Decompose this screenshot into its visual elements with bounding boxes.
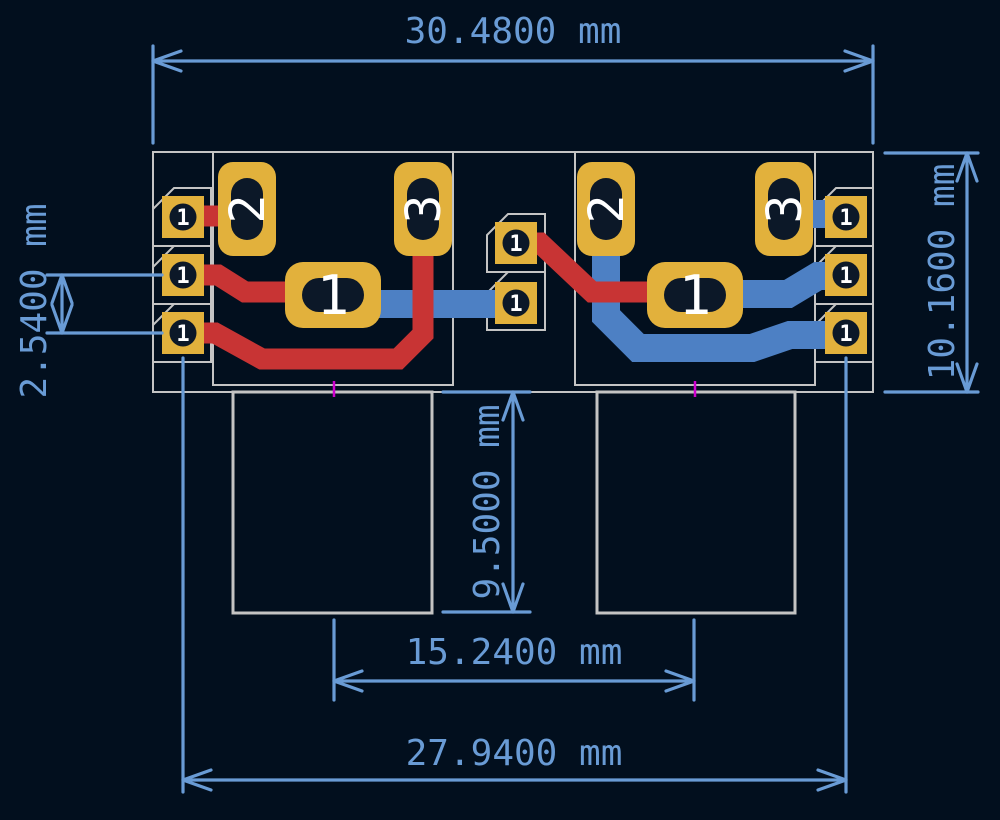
left-pad-3-number: 3 (396, 195, 452, 224)
dim-housing-depth-extension-lines (441, 390, 532, 614)
right-header-pin-3-hole (832, 319, 860, 347)
dim-pin-column-spacing-arrowheads (181, 768, 848, 792)
left-header-pin-1-hole (169, 203, 197, 231)
dim-board-height-label: 10.1600 mm (922, 164, 963, 381)
dim-housing-depth-label: 9.5000 mm (467, 404, 508, 599)
left-pad-1-number: 1 (317, 264, 350, 327)
right-pin-3-number: 1 (839, 322, 852, 347)
left-pin-3-number: 1 (176, 322, 189, 347)
dim-board-width-label: 30.4800 mm (405, 11, 622, 52)
left-connector-pad-3-hole (407, 178, 439, 240)
left-connector-pad-1-hole (302, 278, 364, 312)
right-pad-3-number: 3 (757, 195, 813, 224)
left-connector-housing-outline[interactable] (231, 390, 434, 615)
right-connector-pad-3-hole (768, 178, 800, 240)
right-header-pin-1-hole (832, 203, 860, 231)
left-pin-2-number: 1 (176, 264, 189, 289)
right-connector-housing-outline[interactable] (595, 390, 797, 615)
dim-pin-pitch-label: 2.5400 mm (14, 203, 55, 398)
right-pad-1-number: 1 (679, 264, 712, 327)
dim-connector-spacing-extension-lines (332, 618, 696, 702)
dim-housing-depth-arrowheads (501, 390, 525, 614)
dimension-connector-spacing[interactable]: 15.2400 mm (332, 618, 696, 702)
right-pin-2-number: 1 (839, 264, 852, 289)
dimension-board-height[interactable]: 10.1600 mm (883, 151, 980, 394)
right-header-pin-2-hole (832, 261, 860, 289)
right-connector-pads (577, 162, 813, 328)
right-connector-pad-2-hole (590, 178, 622, 240)
center-pin-2-hole (502, 289, 530, 317)
dim-board-height-arrowheads (955, 151, 979, 394)
left-header-pins (162, 196, 204, 354)
dim-connector-spacing-label: 15.2400 mm (406, 632, 623, 673)
left-connector-pad-2-hole (231, 178, 263, 240)
right-connector-pad-1-hole (664, 278, 726, 312)
center-pin-1-hole (502, 229, 530, 257)
left-header-pin-3-hole (169, 319, 197, 347)
dimension-pin-pitch[interactable]: 2.5400 mm (14, 203, 164, 399)
center-pin2-courtyard[interactable] (486, 271, 546, 331)
dimension-housing-depth[interactable]: 9.5000 mm (441, 390, 532, 614)
left-connector-pads (218, 162, 452, 328)
right-pin-1-number: 1 (839, 206, 852, 231)
dim-pin-column-spacing-label: 27.9400 mm (406, 733, 623, 774)
left-header-pin-2-hole (169, 261, 197, 289)
dim-pin-column-spacing-extension-lines (181, 356, 848, 794)
dim-board-width-arrowheads (151, 49, 875, 73)
dim-pin-pitch-arrowheads (50, 273, 74, 335)
right-pad-2-number: 2 (579, 195, 635, 224)
center-pin-1-number: 1 (509, 232, 522, 257)
center-pin-2-number: 1 (509, 292, 522, 317)
dimension-pin-column-spacing[interactable]: 27.9400 mm (181, 356, 848, 794)
dim-pin-pitch-extension-lines (45, 273, 164, 335)
left-pin-1-number: 1 (176, 206, 189, 231)
left-pad-2-number: 2 (220, 195, 276, 224)
pad-numerals: 2 3 1 2 3 1 1 1 1 1 1 1 1 1 (176, 195, 852, 347)
dimension-board-width[interactable]: 30.4800 mm (151, 11, 875, 145)
center-pins (495, 222, 537, 324)
dim-board-height-extension-lines (883, 151, 980, 394)
dim-connector-spacing-arrowheads (332, 669, 696, 693)
trace-red-left-pin3-to-pad3[interactable] (183, 235, 434, 370)
right-header-pins (825, 196, 867, 354)
